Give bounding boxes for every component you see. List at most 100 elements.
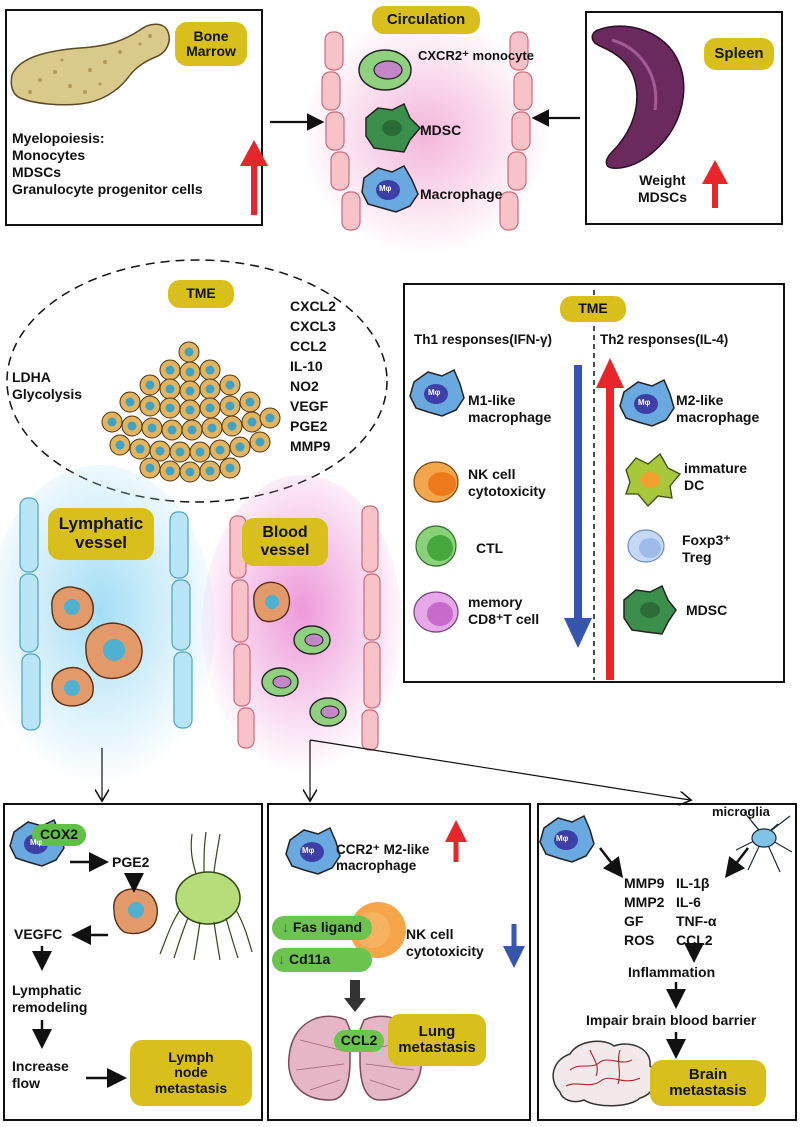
impair-bbb-text: Impair brain blood barrier: [586, 1012, 757, 1028]
bone-marrow-up-arrow: [240, 140, 268, 215]
mdsc-label: MDSC: [420, 122, 462, 138]
m2-macrophage-label: M2-like macrophage: [676, 392, 760, 426]
brain-factor: TNF-α: [676, 913, 717, 929]
fas-down-icon: ↓: [281, 919, 289, 936]
lymphatic-remodeling-text: Lymphatic remodeling: [12, 982, 88, 1016]
cxcr2-monocyte-label: CXCR2⁺ monocyte: [418, 48, 534, 63]
brain-macrophage-glyph: Mφ: [556, 834, 569, 843]
lung-macrophage-glyph: Mφ: [302, 846, 315, 855]
factor-item: MMP9: [290, 438, 331, 454]
m2-macrophage-glyph: Mφ: [638, 398, 651, 407]
factor-item: CXCL2: [290, 298, 336, 314]
brain-metastasis-label: Brain metastasis: [650, 1060, 766, 1106]
spleen-illustration: [591, 25, 685, 169]
factor-item: CCL2: [290, 338, 327, 354]
brain-factor: CCL2: [676, 932, 713, 948]
circulation-mdsc-cell: [365, 102, 422, 153]
th1-header: Th1 responses(IFN-γ): [414, 332, 553, 347]
nk-cell: [413, 461, 459, 503]
factor-item: PGE2: [290, 418, 328, 434]
cox2-label: COX2: [32, 824, 86, 846]
circulation-vessel: [300, 15, 550, 255]
circulation-label: Circulation: [372, 6, 480, 34]
fas-ligand-label: ↓Fas ligand: [272, 916, 372, 940]
tme-ellipse: [6, 259, 388, 503]
ctl-label: CTL: [476, 540, 504, 556]
lung-panel-box: [267, 803, 531, 1121]
ccl2-lung-label: CCL2: [334, 1030, 384, 1052]
lung-metastasis-label: Lung metastasis: [388, 1014, 486, 1066]
brain-panel-box: [537, 803, 797, 1121]
vegfc-text: VEGFC: [14, 926, 63, 942]
tme-immune-label: TME: [560, 296, 626, 322]
bone-illustration: [10, 23, 170, 106]
immature-dc-label: immature DC: [684, 460, 748, 494]
memory-cd8-cell: [413, 591, 459, 633]
treg-cell: [627, 529, 665, 563]
brain-factors-right: IL-1β IL-6 TNF-α CCL2: [676, 874, 716, 950]
lymph-panel-box: [3, 803, 263, 1121]
lung-nk-down-arrow: [503, 924, 525, 968]
brain-factors-left: MMP9 MMP2 GF ROS: [624, 874, 664, 950]
microglia-cell: [735, 811, 793, 873]
circulation-monocyte-cell: [358, 49, 412, 91]
nk-cell-label: NK cell cytotoxicity: [468, 466, 546, 500]
ldha-glycolysis-text: LDHA Glycolysis: [12, 369, 83, 403]
fas-ligand-text: Fas ligand: [292, 919, 363, 936]
circulation-macrophage-glyph: Mφ: [379, 184, 392, 193]
spleen-label: Spleen: [704, 38, 774, 70]
factor-item: NO2: [290, 378, 319, 394]
brain-factor: MMP2: [624, 894, 665, 910]
circulation-macrophage-cell: [361, 165, 419, 213]
ccr2-macrophage-text: CCR2⁺ M2-like macrophage: [336, 842, 430, 874]
pge2-text: PGE2: [112, 854, 150, 870]
inflammation-text: Inflammation: [628, 964, 716, 980]
lymph-node-illustration: [159, 831, 253, 961]
lymph-panel-tumor-cell: [113, 888, 158, 935]
macrophage-label: Macrophage: [420, 186, 503, 202]
m1-macrophage-glyph: Mφ: [428, 388, 441, 397]
brain-illustration: [552, 1040, 657, 1107]
m1-macrophage-label: M1-like macrophage: [468, 392, 552, 426]
treg-label: Foxp3⁺ Treg: [682, 532, 731, 566]
tumor-cell-cluster: [101, 341, 281, 483]
th2-header: Th2 responses(IL-4): [600, 332, 729, 347]
lymphatic-vessel-label: Lymphatic vessel: [48, 508, 154, 560]
lymph-node-metastasis-label: Lymph node metastasis: [130, 1040, 252, 1106]
myelopoiesis-text: Myelopoiesis: Monocytes MDSCs Granulocyt…: [12, 130, 203, 198]
th2-up-arrow: [596, 358, 624, 680]
lung-panel-macrophage: [285, 826, 341, 875]
brain-factor: IL-1β: [676, 875, 710, 891]
cd11a-text: Cd11a: [289, 951, 331, 968]
microglia-label: microglia: [712, 804, 770, 819]
cd11a-down-icon: ↓: [278, 951, 285, 968]
tme-factor-list: CXCL2 CXCL3 CCL2 IL-10 NO2 VEGF PGE2 MMP…: [290, 296, 336, 456]
lung-ccr2-up-arrow: [445, 820, 467, 862]
immature-dc-cell: [625, 453, 682, 507]
lymph-macrophage-glyph: Mφ: [30, 838, 43, 847]
brain-panel-arrows: [599, 847, 749, 1059]
lung-nk-text: NK cell cytotoxicity: [406, 926, 484, 960]
ctl-cell: [415, 525, 457, 567]
spleen-up-arrow: [702, 160, 728, 208]
brain-panel-macrophage: [539, 814, 595, 863]
factor-item: VEGF: [290, 398, 329, 414]
vessel-connector-arrows: [102, 739, 690, 800]
brain-factor: GF: [624, 913, 644, 929]
lymph-panel-arrows: [32, 852, 144, 1088]
m1-macrophage-cell: [409, 368, 465, 417]
factor-item: CXCL3: [290, 318, 336, 334]
increase-flow-text: Increase flow: [12, 1058, 69, 1092]
tme-mdsc-cell: [623, 584, 677, 635]
blood-vessel-label: Blood vessel: [242, 518, 328, 566]
spleen-text: Weight MDSCs: [638, 172, 688, 206]
th1-down-arrow: [564, 365, 592, 648]
factor-item: IL-10: [290, 358, 323, 374]
brain-factor: ROS: [624, 932, 655, 948]
m2-macrophage-cell: [619, 378, 675, 427]
tme-mdsc-label: MDSC: [686, 602, 728, 618]
bone-marrow-label: Bone Marrow: [175, 22, 247, 66]
tme-tumor-label: TME: [168, 280, 234, 308]
memory-cd8-label: memory CD8⁺T cell: [468, 594, 540, 628]
brain-factor: MMP9: [624, 875, 665, 891]
